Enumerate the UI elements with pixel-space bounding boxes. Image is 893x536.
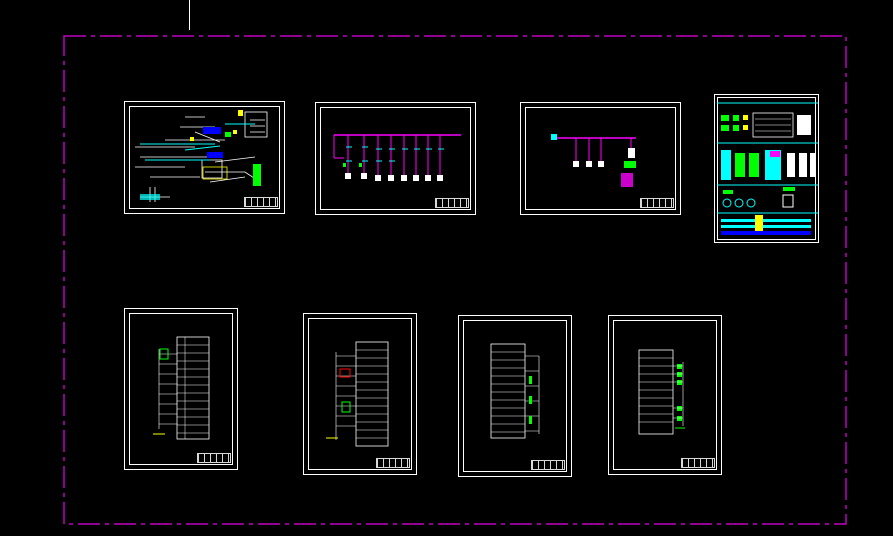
sheet-frame	[129, 313, 233, 465]
schematic-4-drawing	[638, 349, 685, 435]
sheet-terminal-schematic-2[interactable]	[303, 313, 417, 475]
title-block	[435, 198, 469, 208]
title-block	[531, 460, 565, 470]
sheet-small-system-diagram[interactable]	[520, 102, 681, 215]
sheet-power-system-diagram[interactable]	[315, 102, 476, 215]
sheet-terminal-schematic-4[interactable]	[608, 315, 722, 475]
sheet-frame	[613, 320, 717, 470]
title-block	[197, 453, 231, 463]
small-diagram-drawing	[551, 134, 636, 187]
title-block	[244, 197, 278, 207]
sheet-equipment-legend[interactable]	[714, 94, 819, 243]
title-block	[640, 198, 674, 208]
sheet-site-plan[interactable]	[124, 101, 285, 214]
power-diagram-drawing	[333, 134, 461, 181]
schematic-3-drawing	[490, 343, 540, 439]
drawing-boundary	[63, 35, 847, 525]
sheet-frame	[463, 320, 567, 472]
sheet-frame	[320, 107, 471, 210]
schematic-1-drawing	[153, 336, 210, 440]
sheet-terminal-schematic-3[interactable]	[458, 315, 572, 477]
title-block	[681, 458, 715, 468]
schematic-2-drawing	[326, 341, 389, 447]
cursor-crosshair	[189, 0, 190, 30]
site-plan-drawing	[135, 110, 268, 202]
title-block	[376, 458, 410, 468]
sheet-frame	[129, 106, 280, 209]
sheet-frame	[308, 318, 412, 470]
legend-drawing	[717, 102, 818, 235]
sheet-terminal-schematic-1[interactable]	[124, 308, 238, 470]
sheet-frame	[525, 107, 676, 210]
